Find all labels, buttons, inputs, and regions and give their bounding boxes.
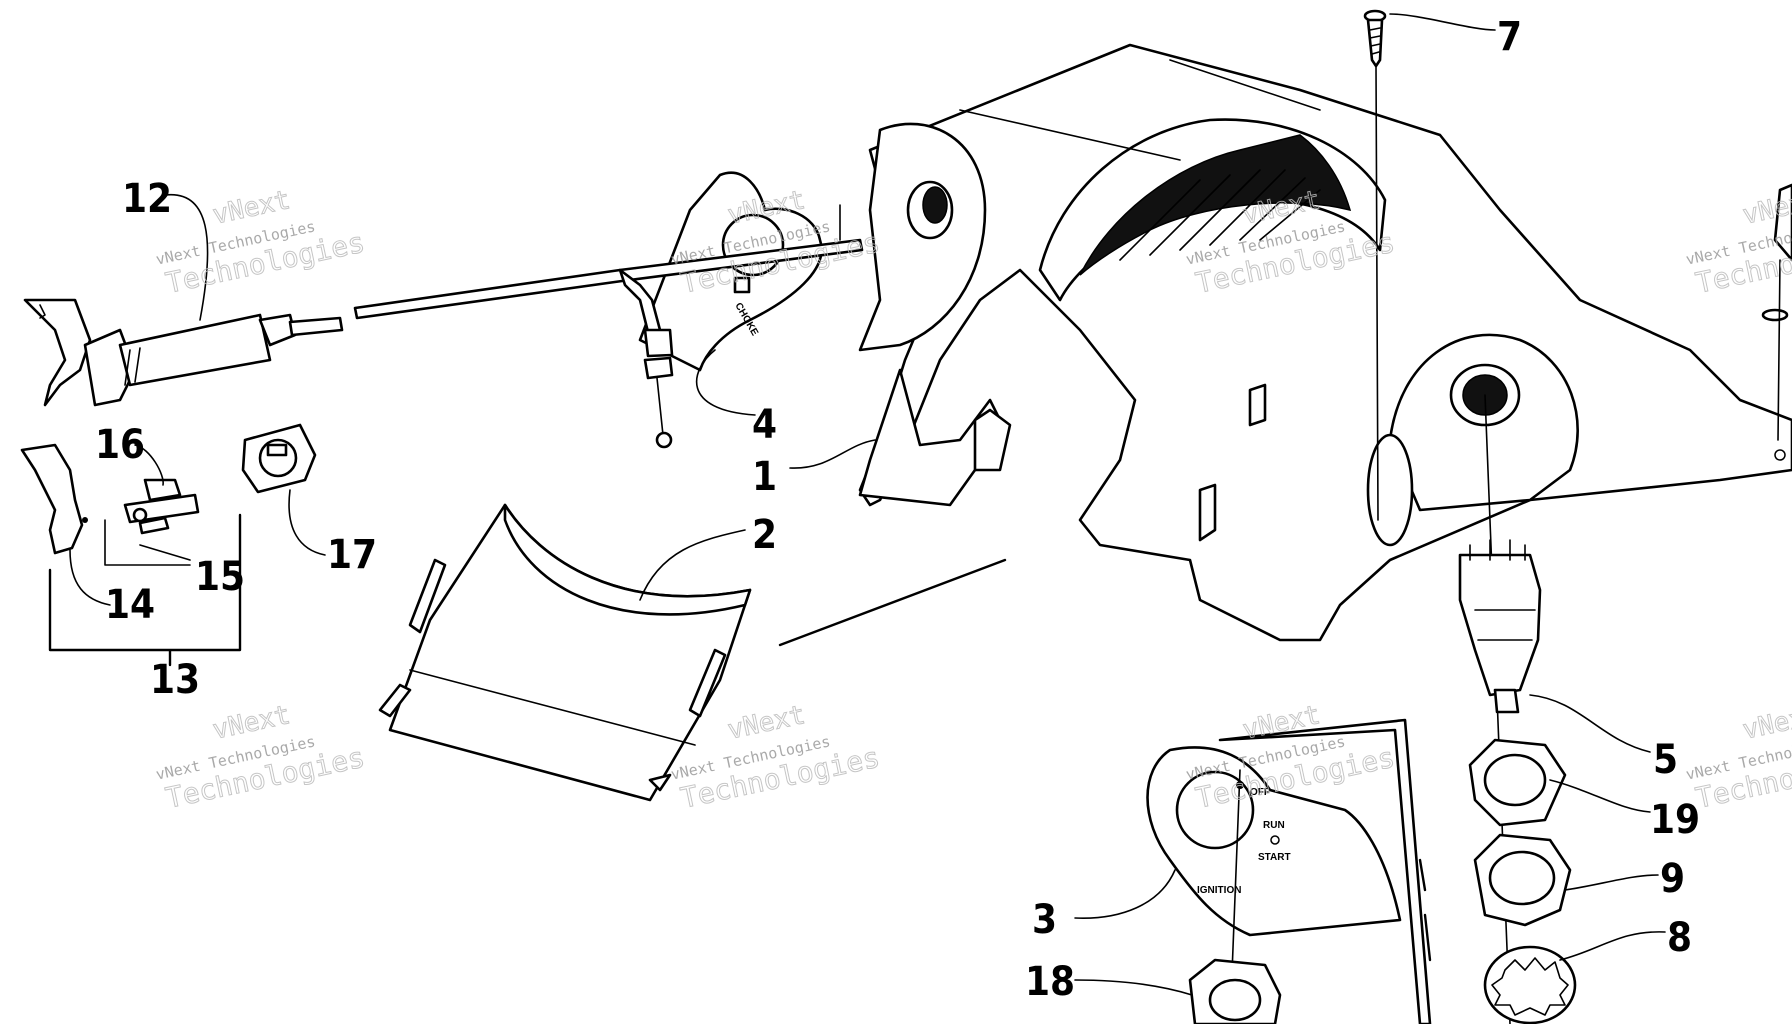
callout-13: 13 <box>150 657 200 703</box>
decal-start: START <box>1258 852 1291 863</box>
callout-4: 4 <box>752 402 777 448</box>
screw <box>1363 9 1387 521</box>
leader-9 <box>1564 874 1659 891</box>
callout-18: 18 <box>1025 959 1075 1005</box>
leader-3 <box>1074 869 1176 919</box>
leader-19 <box>1549 779 1651 813</box>
callout-12: 12 <box>122 176 172 222</box>
leader-2 <box>639 529 746 601</box>
ignition-plate: OFF RUN START IGNITION <box>1146 718 1432 1024</box>
lower-trim-cover <box>378 503 752 802</box>
callout-3: 3 <box>1032 897 1057 943</box>
callout-5: 5 <box>1653 737 1678 783</box>
choke-cable <box>23 238 864 449</box>
leader-14 <box>69 549 111 606</box>
callout-1: 1 <box>752 454 777 500</box>
leader-5 <box>1529 694 1651 753</box>
watermark-text: vNext <box>1740 700 1792 746</box>
console-housing <box>858 43 1792 642</box>
callout-17: 17 <box>327 532 377 578</box>
callout-14: 14 <box>105 582 155 628</box>
leader-1 <box>789 439 876 469</box>
leader-4 <box>695 349 756 416</box>
decal-off: OFF <box>1250 787 1270 798</box>
leader-16 <box>134 444 164 486</box>
callout-15: 15 <box>195 554 245 600</box>
lever-assembly <box>20 423 317 555</box>
leader-18 <box>1074 979 1193 996</box>
switch-stack <box>1458 394 1577 1024</box>
decal-ignition: IGNITION <box>1197 885 1241 896</box>
callout-2: 2 <box>752 512 777 558</box>
callout-7: 7 <box>1497 14 1522 60</box>
callout-16: 16 <box>95 422 145 468</box>
decal-run: RUN <box>1263 820 1285 831</box>
leader-15 <box>104 519 191 566</box>
bracket-13 <box>48 513 242 667</box>
leader-8 <box>1559 931 1666 961</box>
divider-line <box>778 558 1007 647</box>
callout-19: 19 <box>1650 797 1700 843</box>
leader-7 <box>1389 13 1496 31</box>
right-edge-parts <box>1761 183 1792 461</box>
callout-9: 9 <box>1660 856 1685 902</box>
leader-17 <box>288 489 326 556</box>
leader-12 <box>164 193 209 321</box>
callout-8: 8 <box>1667 915 1692 961</box>
